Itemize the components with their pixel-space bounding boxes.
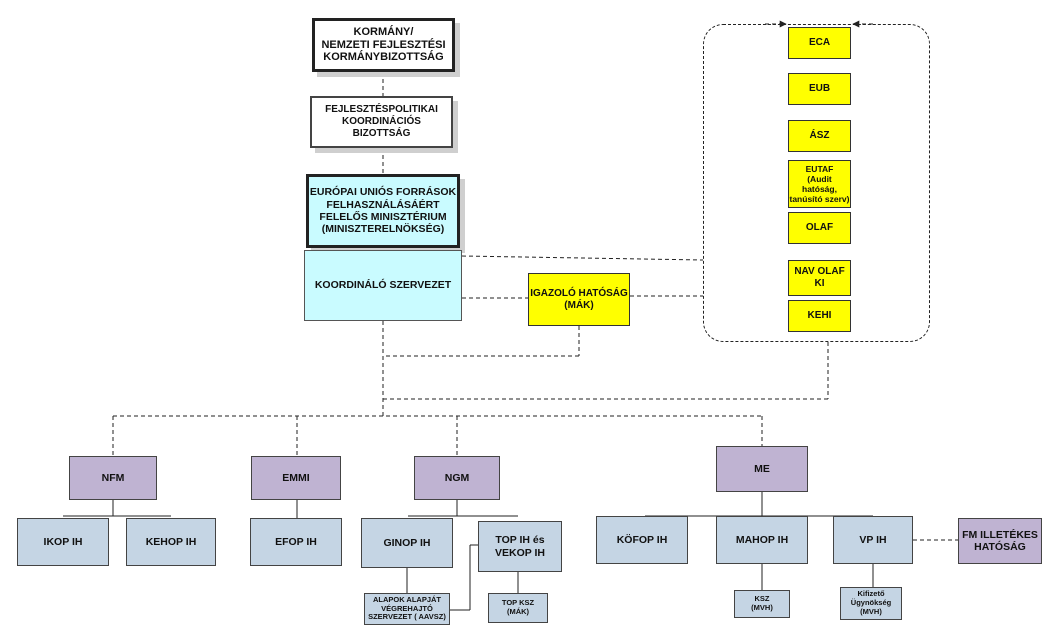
nav-olaf-box: NAV OLAF KI bbox=[788, 260, 851, 296]
ngm-box: NGM bbox=[414, 456, 500, 500]
certifying-authority-box: IGAZOLÓ HATÓSÁG (MÁK) bbox=[528, 273, 630, 326]
kofop-box: KÖFOP IH bbox=[596, 516, 688, 564]
nfm-box: NFM bbox=[69, 456, 157, 500]
fm-authority-box: FM ILLETÉKES HATÓSÁG bbox=[958, 518, 1042, 564]
me-box: ME bbox=[716, 446, 808, 492]
kifizeto-box: Kifizető Ügynökség (MVH) bbox=[840, 587, 902, 620]
control-bodies-group bbox=[703, 24, 930, 342]
efop-box: EFOP IH bbox=[250, 518, 342, 566]
eca-box: ECA bbox=[788, 27, 851, 59]
top-vekop-box: TOP IH és VEKOP IH bbox=[478, 521, 562, 572]
mahop-box: MAHOP IH bbox=[716, 516, 808, 564]
kehop-box: KEHOP IH bbox=[126, 518, 216, 566]
eutaf-box: EUTAF (Audit hatóság, tanúsító szerv) bbox=[788, 160, 851, 208]
kehi-box: KEHI bbox=[788, 300, 851, 332]
coordinating-body-box: KOORDINÁLÓ SZERVEZET bbox=[304, 250, 462, 321]
ginop-box: GINOP IH bbox=[361, 518, 453, 568]
asz-box: ÁSZ bbox=[788, 120, 851, 152]
vp-box: VP IH bbox=[833, 516, 913, 564]
emmi-box: EMMI bbox=[251, 456, 341, 500]
ministry-box: EURÓPAI UNIÓS FORRÁSOK FELHASZNÁLÁSÁÉRT … bbox=[306, 174, 460, 248]
top-ksz-box: TOP KSZ (MÁK) bbox=[488, 593, 548, 623]
ksz-box: KSZ (MVH) bbox=[734, 590, 790, 618]
fkb-box: FEJLESZTÉSPOLITIKAI KOORDINÁCIÓS BIZOTTS… bbox=[310, 96, 453, 148]
aavsz-box: ALAPOK ALAPJÁT VÉGREHAJTÓ SZERVEZET ( AA… bbox=[364, 593, 450, 625]
eub-box: EUB bbox=[788, 73, 851, 105]
kormany-box: KORMÁNY/ NEMZETI FEJLESZTÉSI KORMÁNYBIZO… bbox=[312, 18, 455, 72]
olaf-box: OLAF bbox=[788, 212, 851, 244]
ikop-box: IKOP IH bbox=[17, 518, 109, 566]
